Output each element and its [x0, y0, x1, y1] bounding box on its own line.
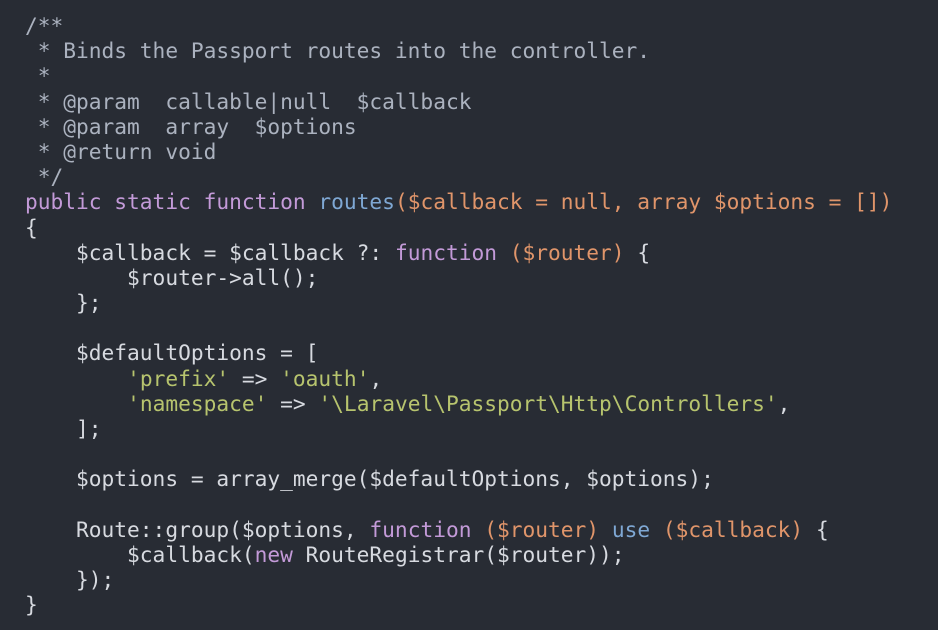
code-token-plain: };: [25, 290, 102, 316]
code-token-function-name: routes: [318, 189, 395, 215]
code-line: {: [25, 215, 938, 240]
code-token-plain: {: [803, 516, 829, 542]
code-token-plain: ];: [25, 416, 102, 441]
code-token-keyword: function: [394, 239, 510, 265]
code-line: });: [25, 567, 938, 592]
code-token-plain: $router->all();: [25, 264, 319, 290]
code-token-string: 'oauth': [280, 365, 370, 391]
code-token-function-name: use: [611, 516, 651, 542]
code-token-plain: =>: [229, 365, 281, 391]
code-line: $callback(new RouteRegistrar($router));: [25, 542, 938, 567]
code-token-plain: }: [25, 592, 38, 618]
code-line: /**: [25, 13, 938, 38]
code-token-keyword: function: [369, 516, 485, 542]
code-token-plain: {: [624, 239, 651, 265]
code-token-comment: * Binds the Passport routes into the con…: [25, 38, 651, 64]
code-token-comment: */: [25, 164, 64, 190]
code-line: * @param callable|null $callback: [25, 89, 938, 114]
code-line: * @return void: [25, 139, 938, 164]
code-token-comment: *: [25, 63, 51, 89]
code-token-plain: [25, 391, 127, 416]
code-token-plain: {: [25, 214, 38, 240]
code-line: public static function routes($callback …: [25, 189, 938, 214]
code-token-comment: * @param array $options: [25, 113, 357, 139]
code-line: *: [25, 63, 938, 88]
code-block[interactable]: /** * Binds the Passport routes into the…: [0, 13, 938, 618]
code-token-string: 'prefix': [127, 365, 230, 391]
code-token-plain: ,: [369, 365, 383, 391]
code-token-parameter: ($router): [509, 239, 625, 265]
code-line: [25, 441, 938, 466]
code-line: Route::group($options, function ($router…: [25, 517, 938, 542]
code-line: */: [25, 164, 938, 189]
code-token-plain: [25, 366, 127, 391]
code-line: };: [25, 290, 938, 315]
code-line: $callback = $callback ?: function ($rout…: [25, 240, 938, 265]
code-token-plain: ,: [777, 390, 791, 416]
code-line: ];: [25, 416, 938, 441]
code-token-parameter: ($callback): [662, 516, 804, 542]
code-line: [25, 315, 938, 340]
code-token-keyword: public static function: [25, 189, 319, 215]
code-token-plain: =>: [267, 390, 319, 416]
code-token-string: 'namespace': [127, 390, 268, 416]
code-line: * @param array $options: [25, 114, 938, 139]
code-token-plain: [599, 517, 612, 542]
code-line: $options = array_merge($defaultOptions, …: [25, 466, 938, 491]
code-token-string: '\Laravel\Passport\Http\Controllers': [318, 390, 778, 416]
code-token-plain: $callback(: [25, 541, 255, 567]
code-token-parameter: ($router): [484, 516, 600, 542]
code-token-parameter: ($callback = null, array $options = []): [394, 189, 893, 215]
code-token-plain: });: [25, 567, 115, 593]
code-token-comment: * @return void: [25, 138, 217, 164]
code-token-plain: $defaultOptions = [: [25, 340, 319, 366]
code-line: $router->all();: [25, 265, 938, 290]
code-token-plain: [650, 517, 663, 542]
code-line: 'namespace' => '\Laravel\Passport\Http\C…: [25, 391, 938, 416]
code-token-plain: $options = array_merge($defaultOptions, …: [25, 466, 714, 492]
code-token-plain: Route::group($options,: [25, 516, 370, 542]
code-line: * Binds the Passport routes into the con…: [25, 38, 938, 63]
code-line: [25, 492, 938, 517]
code-token-keyword: new: [254, 541, 293, 567]
code-line: 'prefix' => 'oauth',: [25, 366, 938, 391]
code-line: }: [25, 592, 938, 617]
code-token-plain: RouteRegistrar($router));: [292, 541, 625, 567]
code-line: $defaultOptions = [: [25, 340, 938, 365]
code-token-comment: /**: [25, 13, 64, 38]
code-token-comment: * @param callable|null $callback: [25, 88, 472, 114]
code-token-plain: $callback = $callback ?:: [25, 239, 395, 265]
